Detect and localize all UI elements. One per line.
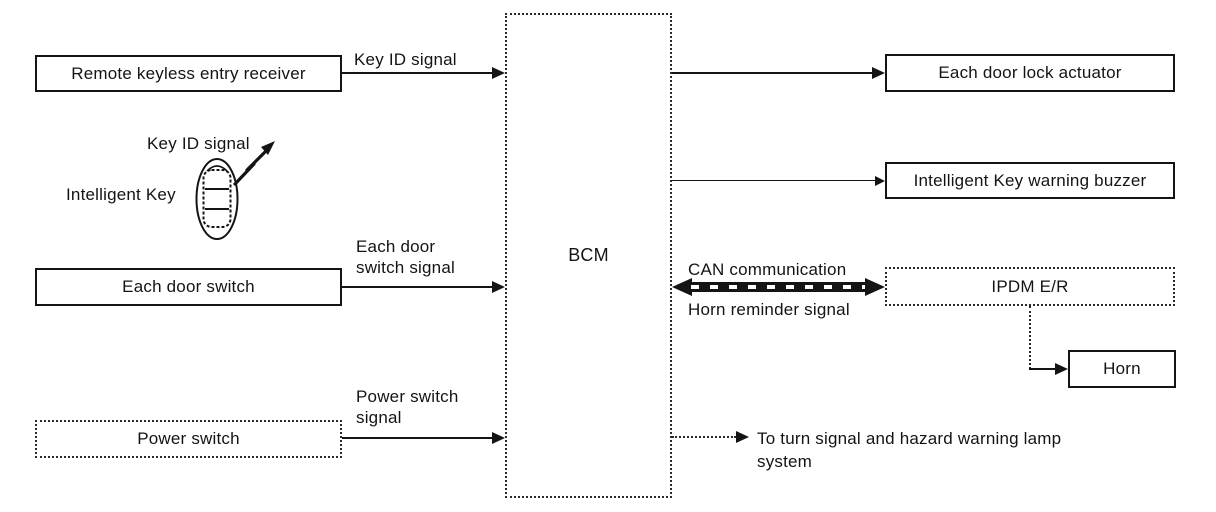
label-turn-signal-note: To turn signal and hazard warning lamp s…	[757, 429, 1062, 471]
arrowhead-right-icon	[492, 432, 505, 444]
label-key-id-signal: Key ID signal	[354, 50, 457, 69]
label-intelligent-key: Intelligent Key	[66, 185, 176, 204]
box-ipdm-er: IPDM E/R	[885, 267, 1175, 306]
label-door-switch-signal: Each door switch signal	[356, 237, 455, 278]
arrow-door-switch-line	[342, 286, 493, 288]
box-each-door-lock-actuator: Each door lock actuator	[885, 54, 1175, 92]
arrowhead-left-icon	[672, 278, 692, 296]
box-label: Horn	[1103, 359, 1141, 378]
bcm-label: BCM	[568, 245, 609, 265]
key-signal-zigzag-icon	[233, 141, 275, 186]
arrowhead-right-icon	[865, 278, 885, 296]
label-power-switch-signal: Power switch signal	[356, 387, 459, 428]
box-horn: Horn	[1068, 350, 1176, 388]
label-key-id-signal-wireless: Key ID signal	[147, 134, 250, 153]
ipdm-horn-vertical-line	[1029, 306, 1031, 369]
arrow-turn-signal-dashed-line	[672, 436, 736, 438]
box-label: IPDM E/R	[991, 276, 1069, 296]
box-label: Power switch	[137, 429, 240, 448]
arrow-buzzer-line	[672, 180, 875, 181]
box-intelligent-key-warning-buzzer: Intelligent Key warning buzzer	[885, 162, 1175, 199]
ipdm-horn-horizontal-line	[1029, 368, 1056, 370]
box-each-door-switch: Each door switch	[35, 268, 342, 306]
arrowhead-right-icon	[492, 67, 505, 79]
label-horn-reminder-signal: Horn reminder signal	[688, 300, 850, 319]
box-label: Each door switch	[122, 277, 255, 296]
can-bus-double-arrow	[672, 278, 885, 296]
arrow-key-id-line	[342, 72, 493, 74]
box-power-switch: Power switch	[35, 420, 342, 458]
arrowhead-right-icon	[736, 431, 749, 443]
box-label: Remote keyless entry receiver	[71, 63, 306, 83]
label-can-communication: CAN communication	[688, 260, 847, 279]
intelligent-key-fob-icon	[195, 158, 239, 240]
box-remote-keyless-entry-receiver: Remote keyless entry receiver	[35, 55, 342, 92]
arrow-door-lock-line	[672, 72, 873, 74]
arrowhead-right-icon	[1055, 363, 1068, 375]
arrowhead-right-icon	[872, 67, 885, 79]
arrowhead-right-icon	[492, 281, 505, 293]
arrowhead-right-icon	[875, 176, 885, 186]
box-label: Each door lock actuator	[938, 63, 1122, 82]
box-bcm: BCM	[505, 13, 672, 498]
can-striped-bar	[688, 282, 869, 292]
box-label: Intelligent Key warning buzzer	[913, 170, 1147, 190]
arrow-power-switch-line	[342, 437, 493, 439]
